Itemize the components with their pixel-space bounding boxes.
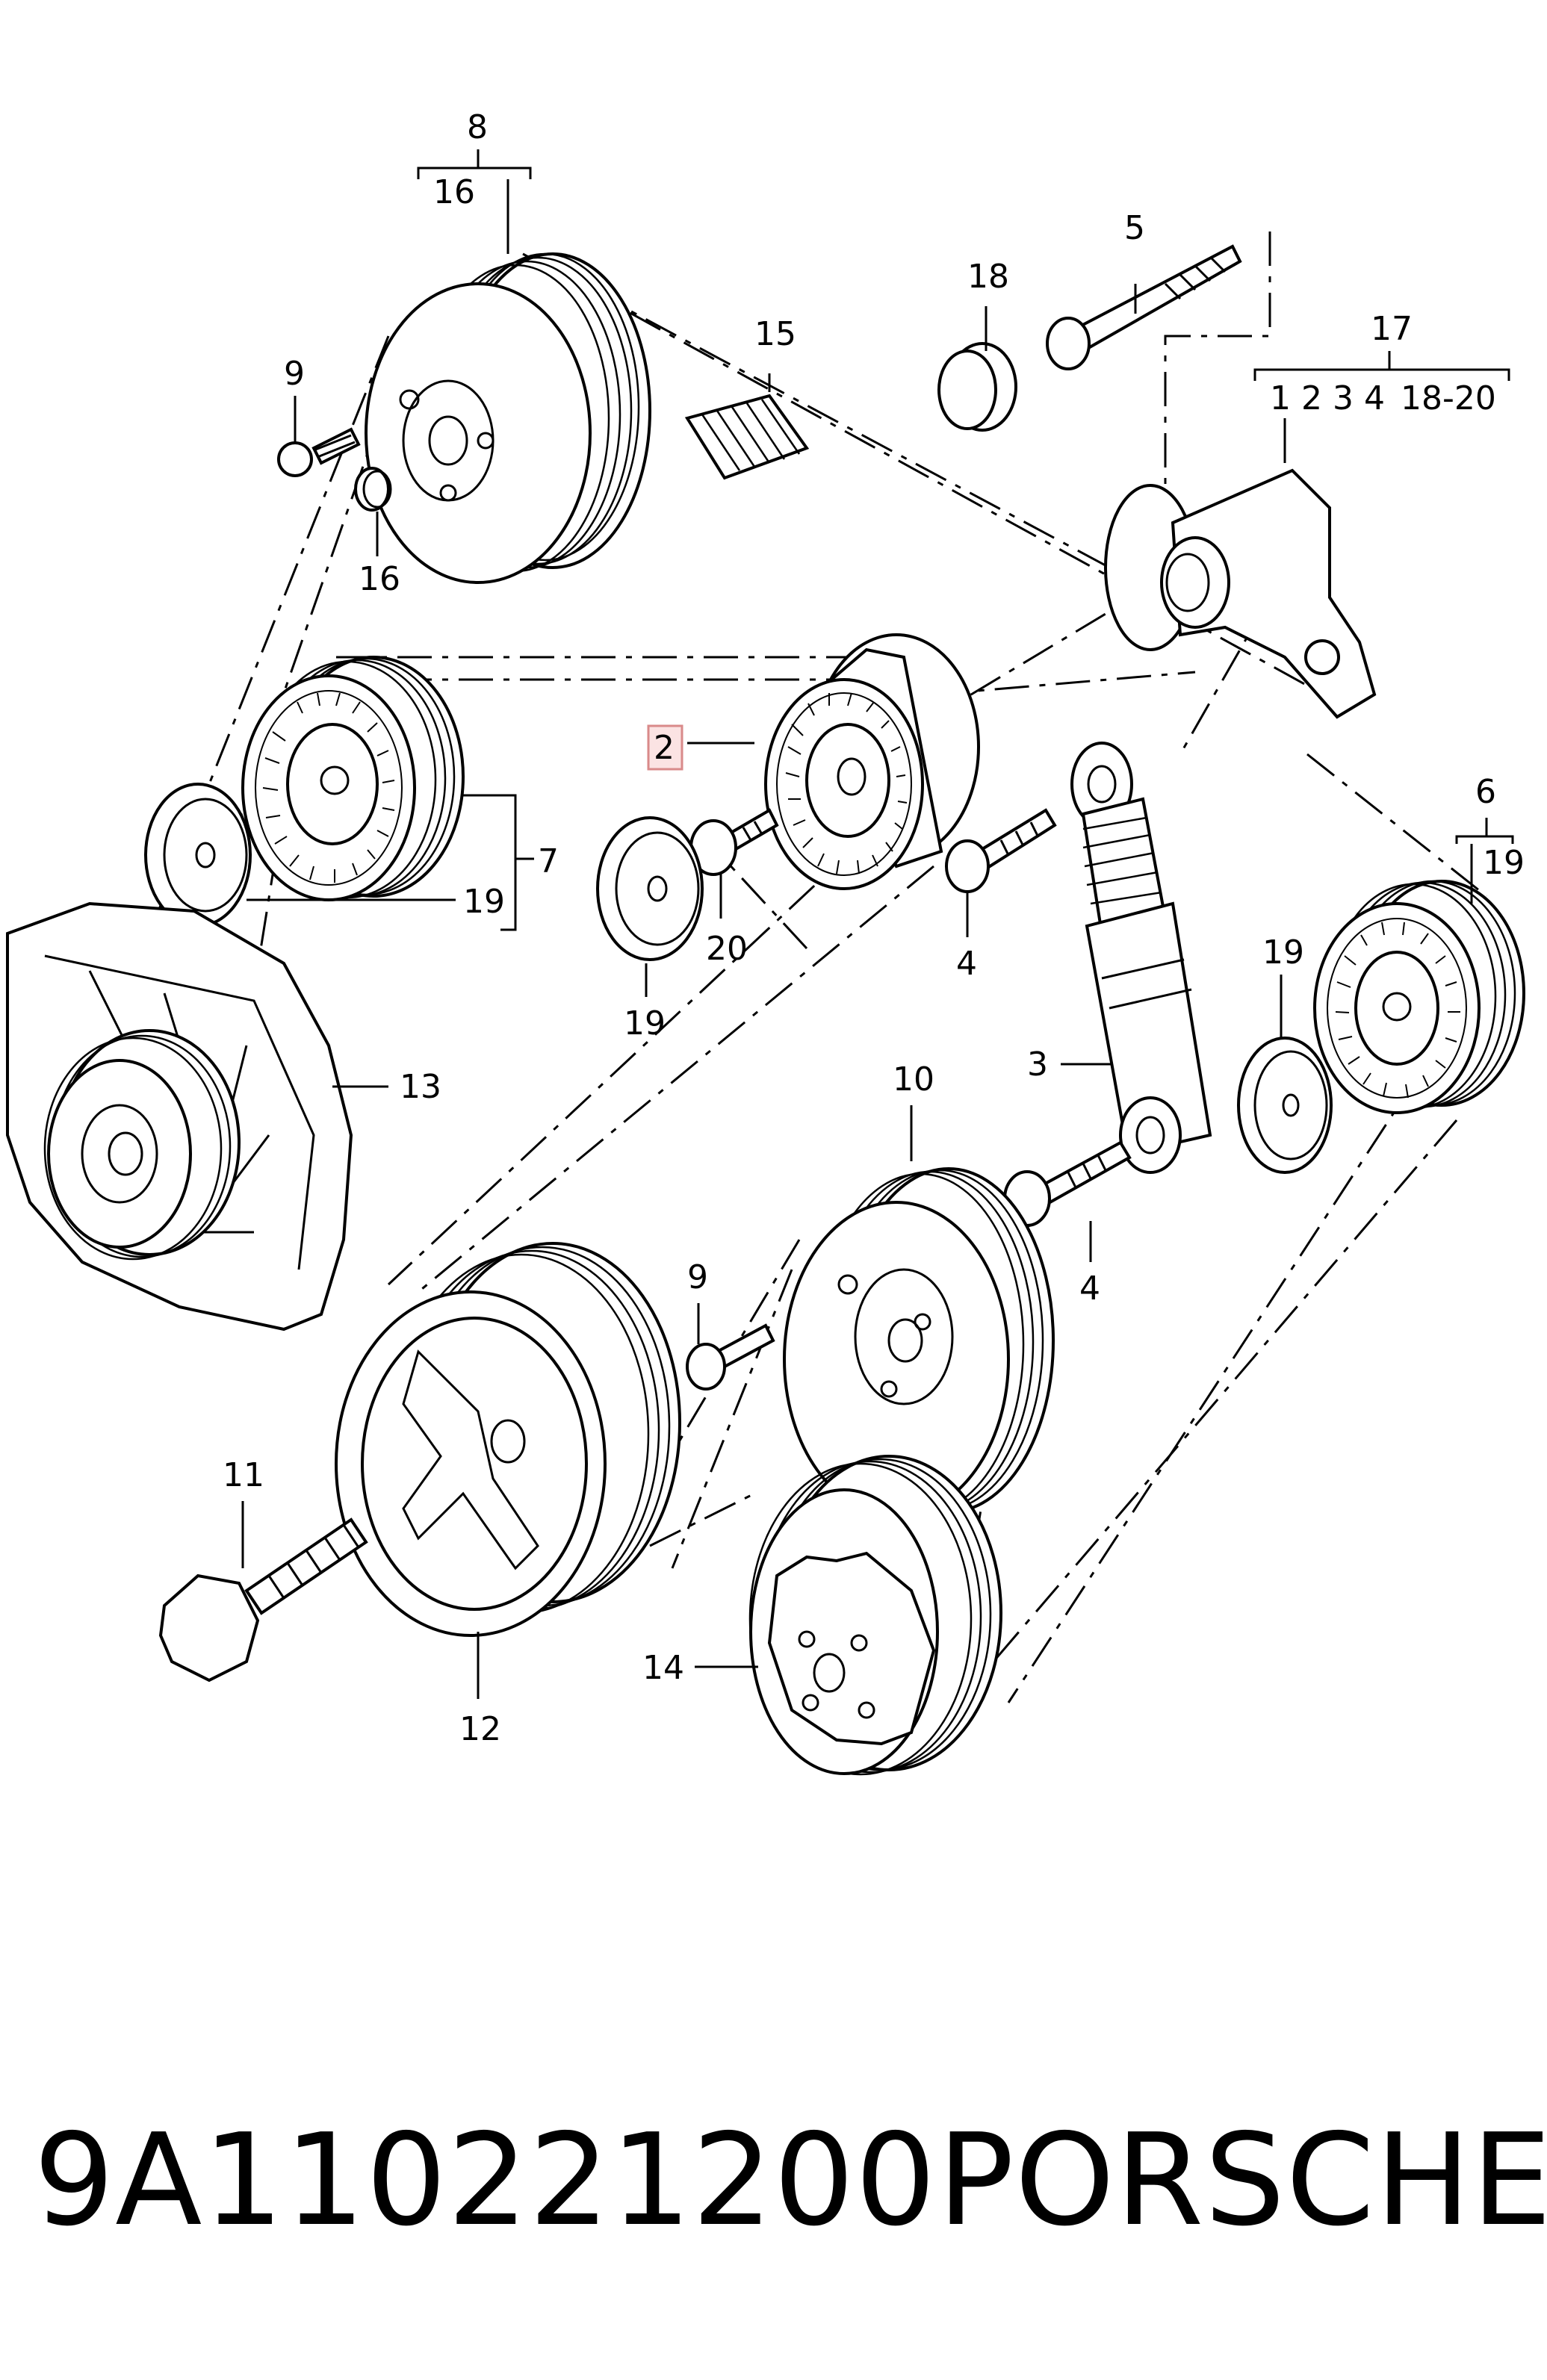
bolt-11 <box>158 1517 368 1683</box>
callout-11: 11 <box>223 1456 264 1494</box>
callout-5: 5 <box>1124 209 1145 247</box>
callout-4-upper: 4 <box>956 945 977 983</box>
callout-9-top: 9 <box>284 355 305 393</box>
callout-15: 15 <box>754 315 796 353</box>
idler-pulley-6 <box>1313 880 1525 1114</box>
cap-16 <box>354 467 392 512</box>
callout-3: 3 <box>1027 1045 1048 1084</box>
tensioner-bracket-17 <box>1104 468 1377 719</box>
footer-caption: 9A110221200 PORSCHE <box>0 2107 1547 2255</box>
callout-13: 13 <box>400 1068 441 1106</box>
belt-segment-15 <box>684 394 810 480</box>
callout-20: 20 <box>706 930 748 968</box>
cap-18 <box>937 342 1017 432</box>
callout-2-highlight <box>647 724 683 771</box>
bolt-4-lower <box>1003 1140 1132 1227</box>
idler-pulley-2 <box>764 633 980 890</box>
callout-17-sub-1-4: 1 2 3 4 <box>1270 379 1385 417</box>
callout-19-bracket: 19 <box>1483 844 1525 882</box>
callout-2: 2 <box>654 729 675 767</box>
callout-17-sub-18-20: 18-20 <box>1401 379 1496 417</box>
pulley-14 <box>748 1455 1002 1776</box>
callout-4-lower: 4 <box>1079 1270 1100 1308</box>
callout-9-lower: 9 <box>687 1258 708 1296</box>
bolt-9-top <box>277 427 361 477</box>
pulley-8 <box>365 252 651 584</box>
callout-12: 12 <box>459 1710 501 1748</box>
callout-17: 17 <box>1371 310 1413 348</box>
callout-7: 7 <box>538 842 559 880</box>
bolt-5 <box>1046 244 1242 370</box>
bolt-9-lower <box>686 1323 775 1391</box>
callout-19-middle: 19 <box>624 1004 666 1043</box>
callout-19-left: 19 <box>463 883 505 921</box>
cover-disc-19-middle <box>596 816 704 961</box>
brand-name: PORSCHE <box>937 2107 1547 2255</box>
callout-labels: 8 16 15 18 5 17 1 2 3 4 18-20 9 16 2 7 1… <box>223 108 1525 1748</box>
callout-18-top: 18 <box>967 258 1009 296</box>
bolt-4-upper <box>945 808 1057 893</box>
cover-disc-19-right <box>1237 1037 1333 1174</box>
pulley-10 <box>783 1167 1055 1517</box>
callout-14: 14 <box>642 1649 684 1687</box>
cover-disc-19-left <box>144 783 252 928</box>
crank-pulley-12 <box>335 1242 681 1637</box>
tensioner-damper-3 <box>1070 742 1212 1174</box>
idler-pulley-7 <box>241 656 465 901</box>
crank-housing-13 <box>6 901 353 1332</box>
callout-8: 8 <box>467 108 488 146</box>
part-number: 9A110221200 <box>34 2107 937 2255</box>
callout-16-cap: 16 <box>359 560 400 598</box>
callout-6: 6 <box>1475 773 1496 811</box>
leader-lines <box>241 149 1514 1699</box>
callout-19-right: 19 <box>1262 933 1304 972</box>
callout-10: 10 <box>893 1060 934 1099</box>
bolt-20 <box>689 808 779 876</box>
callout-16-top: 16 <box>433 173 475 211</box>
